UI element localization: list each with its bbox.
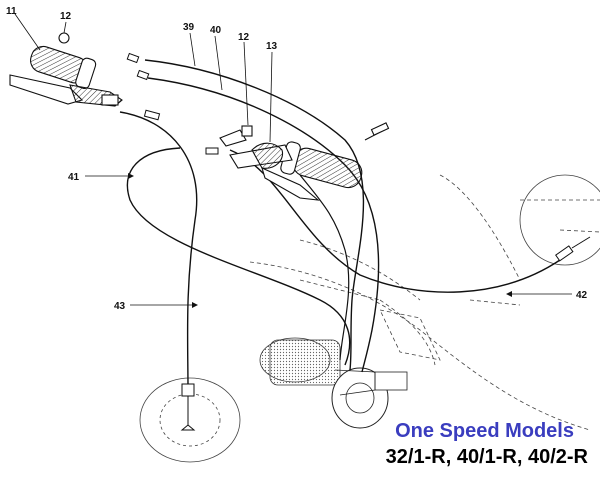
caption-title: One Speed Models [395, 420, 574, 442]
machine-ghost-outline [249, 174, 600, 431]
callout-12-right: 12 [238, 32, 250, 43]
callout-39: 39 [183, 22, 195, 33]
cable-43 [119, 111, 198, 391]
callout-12-left: 12 [60, 11, 72, 22]
callout-41: 41 [68, 172, 80, 183]
callout-42: 42 [576, 290, 588, 301]
leader-arrowheads [128, 173, 512, 308]
callout-43: 43 [114, 301, 126, 312]
cable-40 [147, 77, 380, 373]
callout-11: 11 [6, 6, 17, 17]
cable-39 [144, 59, 365, 371]
callout-40: 40 [210, 25, 222, 36]
cable-end-fittings [126, 52, 591, 431]
wheel-right [519, 174, 600, 266]
leader-lines [14, 13, 572, 306]
cable-41 [126, 147, 351, 366]
right-handle-grip [219, 122, 390, 201]
cables [119, 59, 561, 391]
cable-42 [229, 149, 561, 293]
transmission-assembly [259, 337, 408, 429]
caption-models: 32/1-R, 40/1-R, 40/2-R [385, 446, 588, 468]
left-handle-grip [9, 32, 123, 107]
wheel-left [139, 377, 241, 463]
callout-13: 13 [266, 41, 278, 52]
